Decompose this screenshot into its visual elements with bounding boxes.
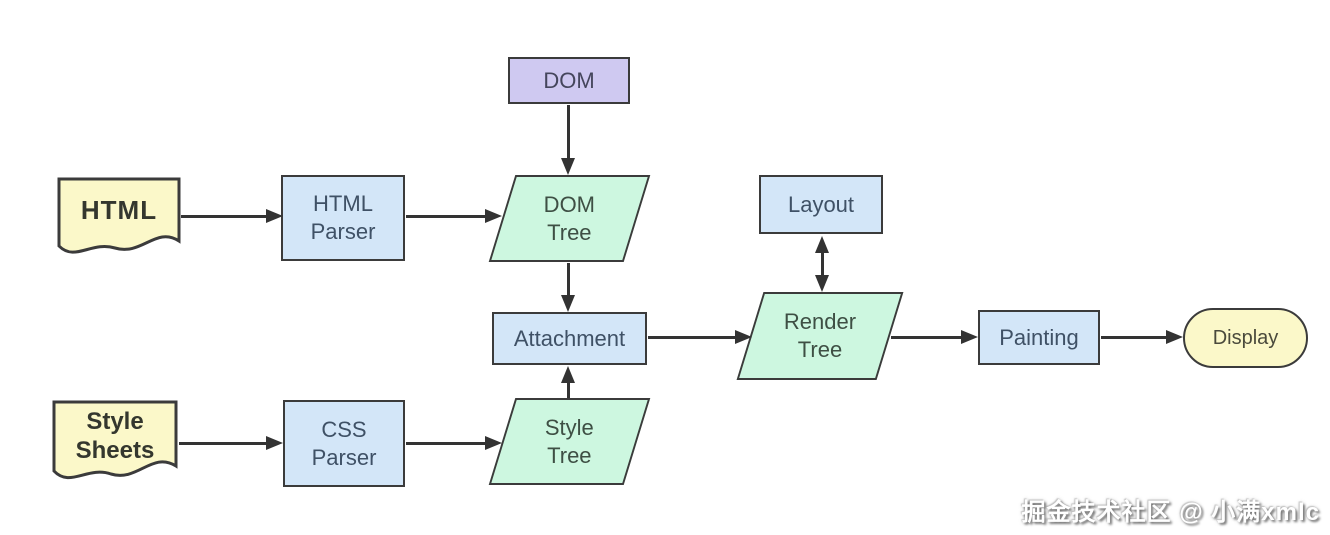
node-dom-label: DOM [543,67,595,93]
arrow-layout-render-tree-bidirectional [815,236,829,292]
arrow-html-to-html-parser [181,209,283,223]
arrow-attachment-to-render-tree [648,330,752,344]
node-layout-label: Layout [787,191,855,217]
node-layout: Layout [759,175,883,234]
document-shape-icon [52,400,178,480]
arrow-style-tree-to-attachment [561,366,575,398]
node-dom: DOM [508,57,630,104]
arrow-style-sheets-to-css-parser [179,436,283,450]
arrow-html-parser-to-dom-tree [406,209,502,223]
node-html-label: HTML [80,194,158,225]
node-display-label: Display [1212,327,1279,349]
watermark-text: 掘金技术社区 @ 小满xmlc [1021,499,1320,526]
node-painting-label: Painting [999,324,1079,350]
arrow-css-parser-to-style-tree [406,436,502,450]
node-painting: Painting [978,310,1100,365]
arrow-render-tree-to-painting [891,330,978,344]
document-shape-icon [57,177,181,254]
node-attachment: Attachment [492,312,647,365]
arrow-dom-tree-to-attachment [561,263,575,312]
arrow-painting-to-display [1101,330,1183,344]
node-attachment-label: Attachment [513,325,626,351]
arrow-dom-to-dom-tree [561,105,575,175]
node-html-document: HTML [57,177,181,262]
node-display: Display [1183,308,1308,368]
